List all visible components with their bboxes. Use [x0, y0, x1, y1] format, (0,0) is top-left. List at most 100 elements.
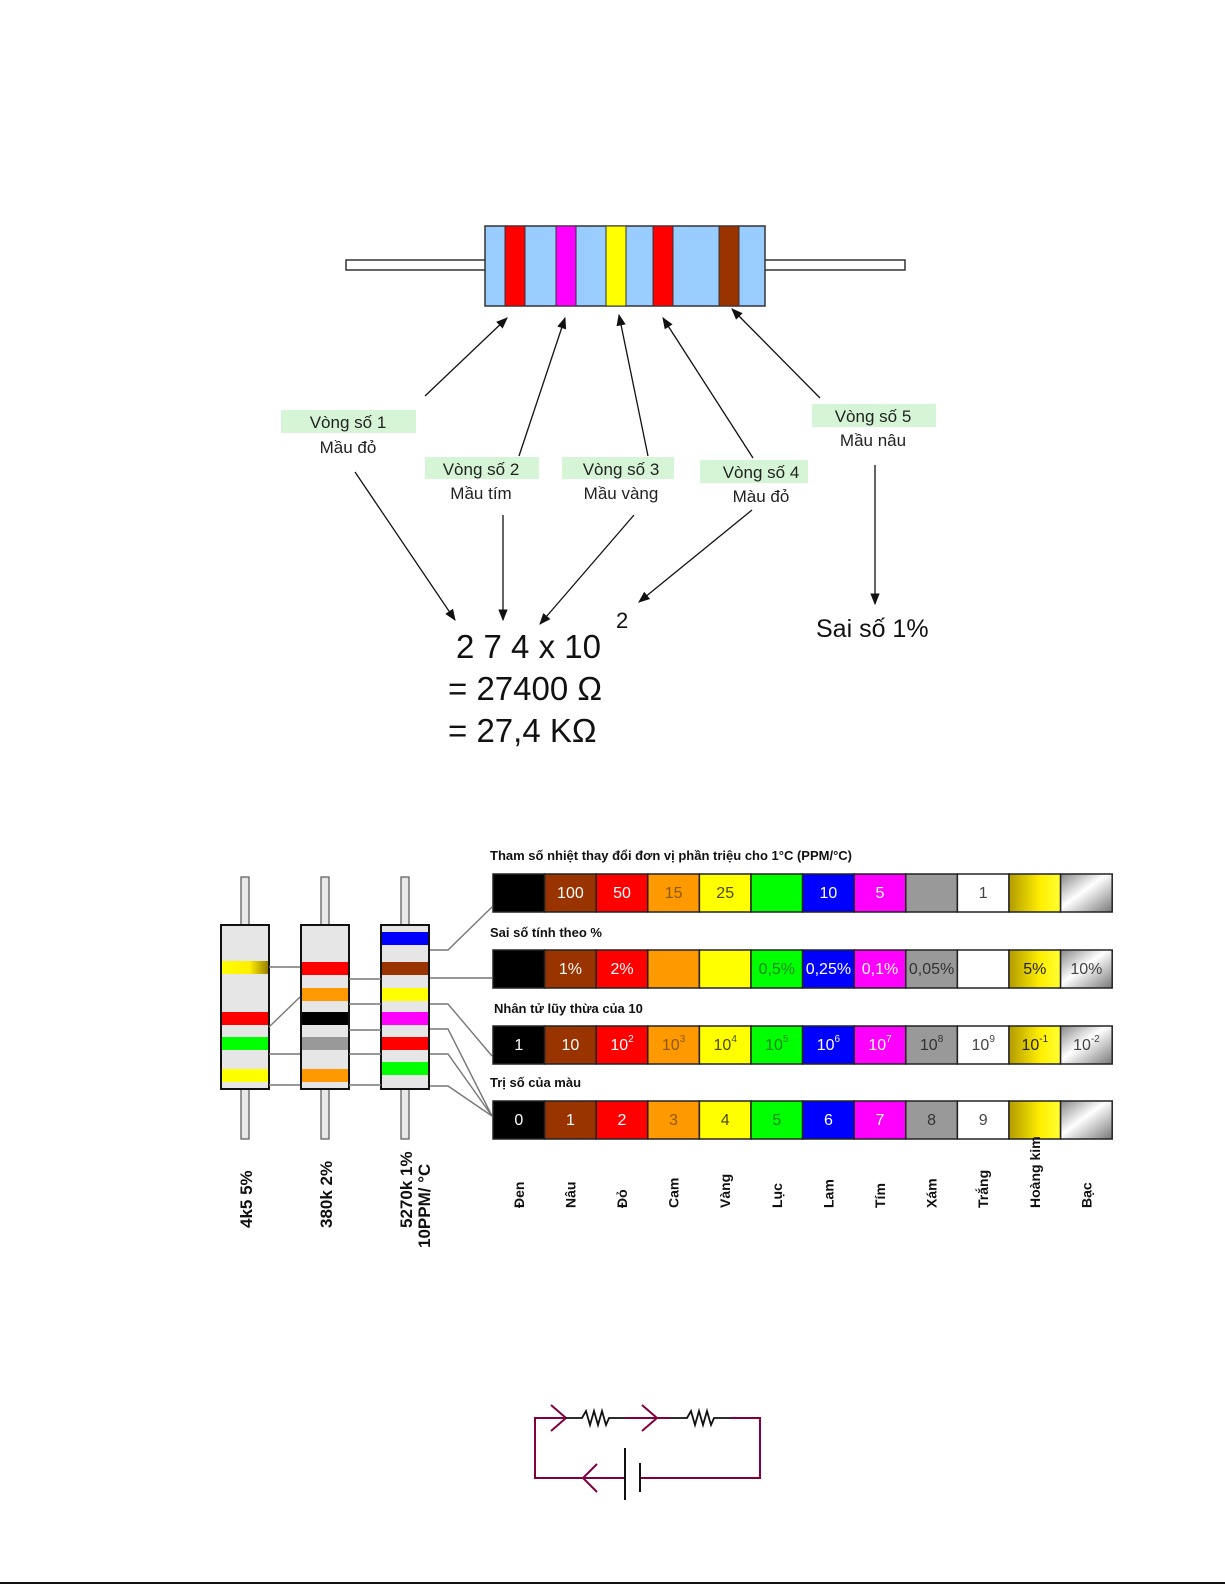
color-cell [543, 1100, 597, 1140]
cell-value: 10 [820, 885, 838, 902]
resistor-tempco-label: 10PPM/ °C [415, 1164, 434, 1248]
color-cell [492, 949, 546, 989]
color-cell [492, 873, 546, 913]
row-title: Sai số tính theo % [490, 925, 602, 940]
formula-line-2: = 27400 Ω [448, 670, 602, 707]
color-cell [492, 1025, 546, 1065]
formula-line-1: 2 7 4 x 10 [456, 628, 601, 665]
color-cell [750, 873, 804, 913]
row-title: Nhân tử lũy thừa của 10 [494, 1001, 643, 1016]
band-label-5: Vòng số 5 Mầu nâu [812, 404, 936, 450]
resistor-band [382, 962, 428, 975]
color-cell [750, 1025, 804, 1065]
color-cell [905, 949, 959, 989]
cell-value: 10% [1070, 961, 1102, 978]
connector-line [268, 996, 301, 1028]
resistor-value-label: 4k5 5% [237, 1170, 256, 1228]
color-cell [801, 1100, 855, 1140]
color-cell [750, 949, 804, 989]
cell-value: 4 [721, 1112, 730, 1129]
arrow-band-5 [731, 308, 821, 399]
connector-lines [268, 906, 493, 1117]
top-resistor [345, 225, 906, 307]
color-cell [905, 873, 959, 913]
color-cell [543, 949, 597, 989]
band-label-title: Vòng số 2 [443, 460, 520, 479]
resistor-band [222, 961, 268, 974]
resistor-band [382, 1037, 428, 1050]
cell-value: 0,25% [806, 961, 851, 978]
cell-value: 0,5% [759, 961, 795, 978]
resistor-body [380, 924, 430, 1090]
resistor-band [302, 1069, 348, 1082]
arrow-digit-3 [539, 514, 635, 625]
cell-value: 0,05% [909, 961, 954, 978]
formula: 2 7 4 x 10 2 = 27400 Ω = 27,4 KΩ [448, 608, 628, 749]
band-label-color: Mầu đỏ [320, 438, 377, 457]
resistor-band [302, 962, 348, 975]
color-name-label: Nâu [562, 1182, 578, 1208]
band-5 [718, 225, 740, 307]
color-cell [801, 949, 855, 989]
example-resistor: 4k5 5% [220, 876, 270, 1228]
example-resistor: 5270k 1%10PPM/ °C [380, 876, 434, 1248]
circuit-wire [640, 1417, 761, 1479]
cell-value: 1% [559, 961, 582, 978]
circuit-wire [534, 1417, 625, 1479]
arrow-exponent [638, 509, 753, 603]
color-name-label: Đỏ [614, 1189, 630, 1208]
formula-exponent: 2 [616, 608, 628, 633]
band-label-color: Mầu vàng [584, 484, 659, 503]
row-title: Trị số của màu [490, 1075, 581, 1090]
table-row: Tham số nhiệt thay đổi đơn vị phần triệu… [490, 848, 1113, 913]
tolerance-text: Sai số 1% [816, 615, 929, 643]
resistor-band [302, 1012, 348, 1025]
cell-value: 7 [876, 1112, 885, 1129]
color-name-label: Bạc [1078, 1182, 1094, 1208]
band-arrows [354, 308, 880, 625]
color-cell [647, 949, 701, 989]
resistor-band [382, 1012, 428, 1025]
color-cell [698, 1100, 752, 1140]
resistor-band [382, 932, 428, 945]
band-3 [605, 225, 627, 307]
band-label-4: Vòng số 4 Màu đỏ [700, 460, 808, 506]
color-cell [595, 949, 649, 989]
cell-value: 50 [613, 885, 631, 902]
color-code-table: Tham số nhiệt thay đổi đơn vị phần triệu… [490, 848, 1113, 1208]
color-name-label: Đen [511, 1182, 527, 1208]
color-name-label: Tím [872, 1183, 888, 1208]
band-label-3: Vòng số 3 Mầu vàng [562, 457, 674, 503]
color-cell [1059, 1025, 1113, 1065]
resistor-band [222, 1037, 268, 1050]
color-cell [1008, 873, 1062, 913]
lead-top [320, 876, 330, 926]
band-label-title: Vòng số 4 [723, 463, 800, 482]
arrow-band-4 [662, 317, 754, 459]
resistor-band [222, 1012, 268, 1025]
color-cell [595, 1100, 649, 1140]
lead-bottom [400, 1088, 410, 1140]
color-cell [801, 873, 855, 913]
color-cell [801, 1025, 855, 1065]
color-cell [853, 949, 907, 989]
lead-left [345, 259, 487, 271]
example-resistor: 380k 2% [300, 876, 350, 1228]
resistor-band [222, 1069, 268, 1082]
resistor-body [220, 924, 270, 1090]
cell-value: 1 [979, 885, 988, 902]
color-name-label: Vàng [717, 1174, 733, 1208]
band-label-title: Vòng số 3 [583, 460, 660, 479]
color-cell [956, 1025, 1010, 1065]
color-cell [1059, 949, 1113, 989]
cell-value: 1 [566, 1112, 575, 1129]
cell-value: 100 [557, 885, 584, 902]
color-name-label: Trắng [974, 1170, 991, 1208]
current-arrow-icon [641, 1404, 659, 1432]
row-title: Tham số nhiệt thay đổi đơn vị phần triệu… [490, 848, 852, 863]
cell-value: 15 [665, 885, 683, 902]
cell-value: 0 [514, 1112, 523, 1129]
cell-value: 6 [824, 1112, 833, 1129]
color-name-label: Cam [666, 1178, 682, 1208]
